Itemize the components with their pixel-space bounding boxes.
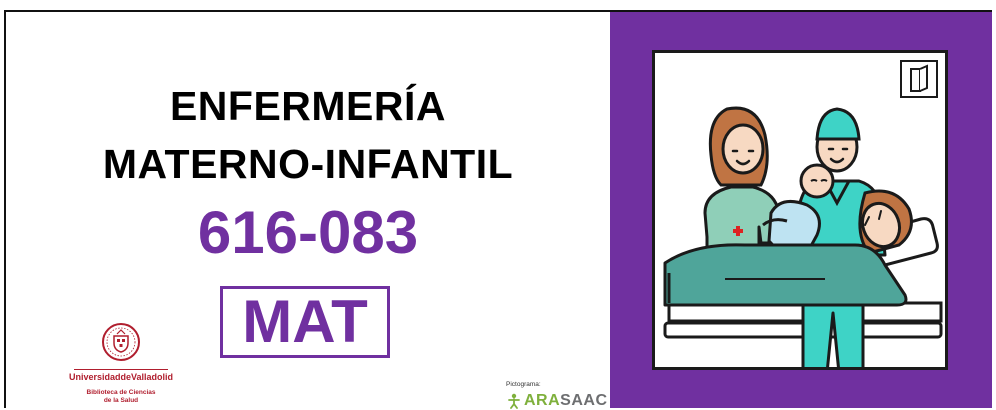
library-name: Biblioteca de Ciencias de la Salud <box>66 389 176 405</box>
title-line-2: MATERNO-INFANTIL <box>102 141 514 187</box>
sign-frame: ENFERMERÍA MATERNO-INFANTIL 616-083 MAT … <box>4 10 992 410</box>
title-line-1: ENFERMERÍA <box>169 83 447 129</box>
pictogram-card <box>652 50 948 375</box>
library-line-2: de la Salud <box>103 397 139 404</box>
university-logo: UniversidaddeValladolid Biblioteca de Ci… <box>66 322 176 405</box>
library-line-1: Biblioteca de Ciencias <box>86 389 156 396</box>
sign-text-panel: ENFERMERÍA MATERNO-INFANTIL 616-083 MAT … <box>6 12 610 410</box>
abbreviation-box: MAT <box>220 286 390 358</box>
abbreviation-label: MAT <box>242 288 368 355</box>
classification-code: 616-083 <box>197 199 419 266</box>
university-name: UniversidaddeValladolid <box>68 372 174 382</box>
brand-ara: ARA <box>524 392 561 409</box>
book-icon <box>900 60 938 98</box>
credit-label: Pictograma: <box>506 381 541 388</box>
maternity-nursing-pictogram-icon <box>663 60 943 375</box>
university-seal-icon <box>102 323 140 361</box>
pictogram-panel <box>610 12 992 408</box>
brand-saac: SAAC <box>560 392 608 409</box>
arasaac-figure-icon <box>508 393 520 409</box>
